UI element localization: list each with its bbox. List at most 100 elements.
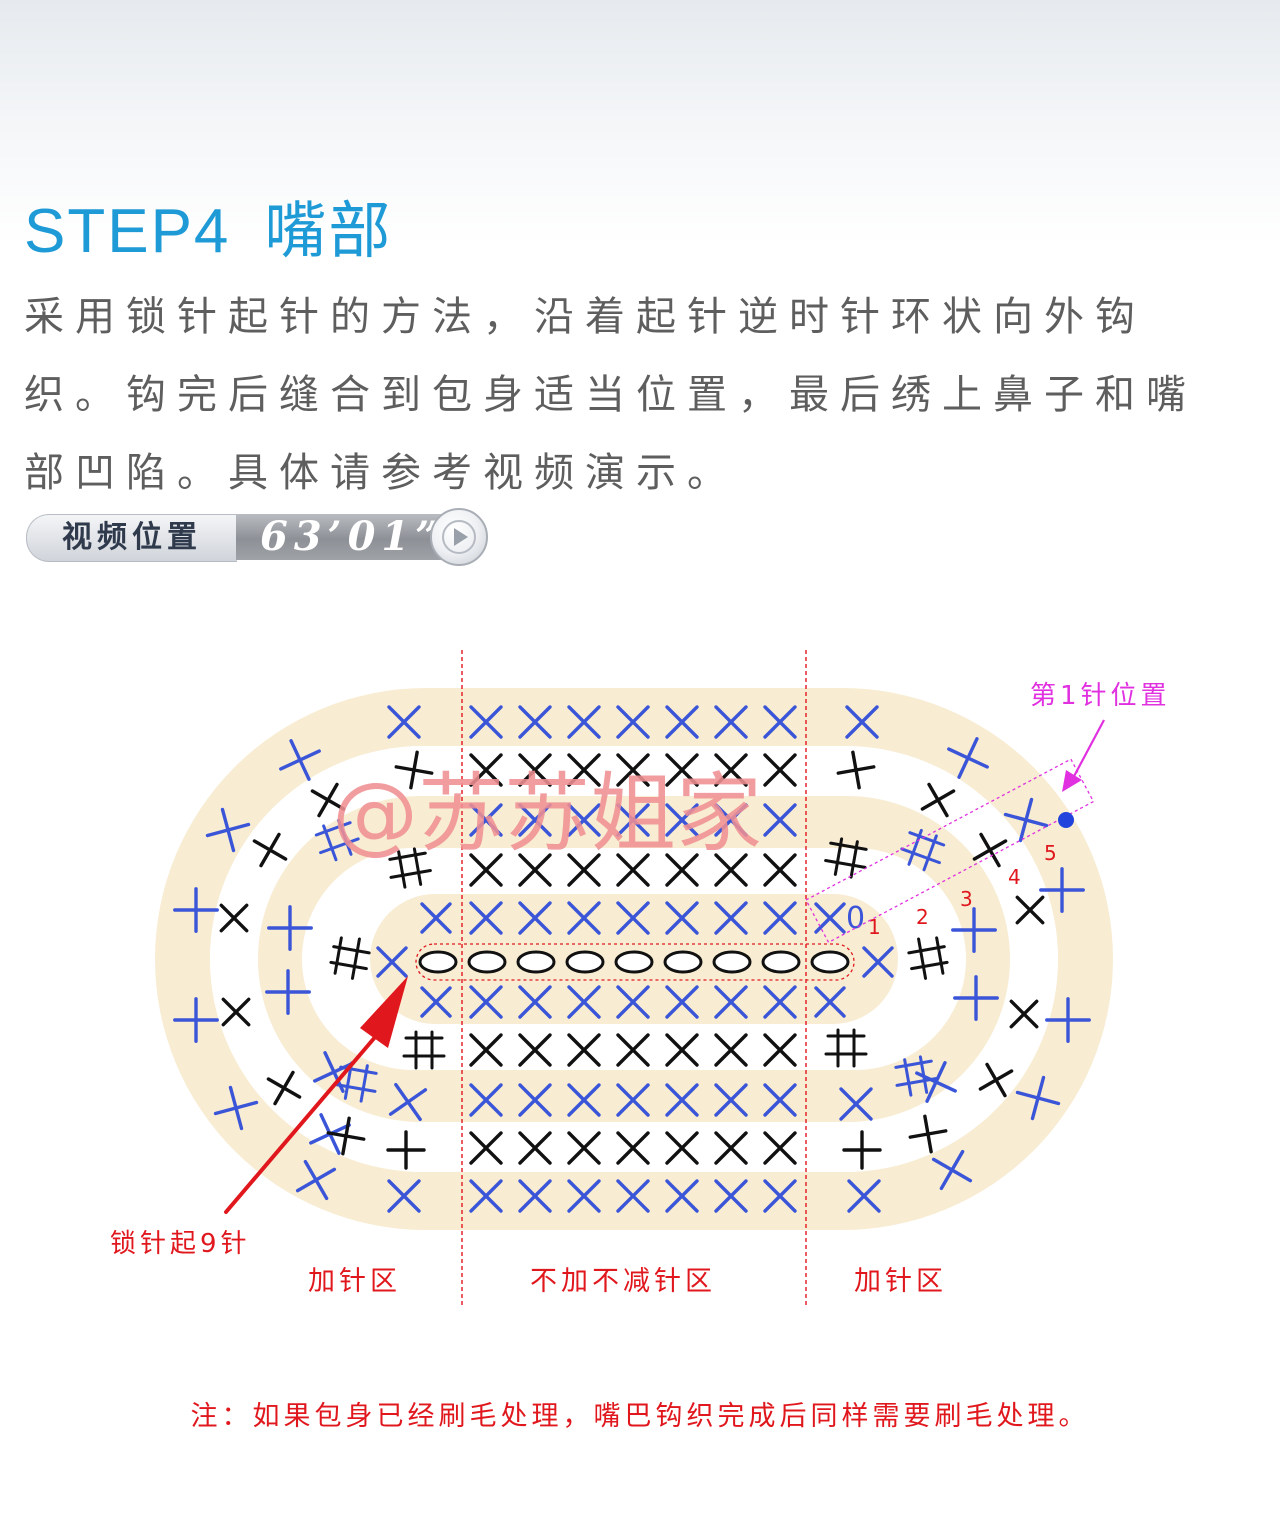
single-crochet-symbol — [567, 1131, 601, 1165]
stroke — [616, 901, 650, 935]
single-crochet-symbol — [1009, 999, 1039, 1029]
magenta-arrow-head — [1062, 770, 1082, 792]
single-crochet-symbol — [763, 1083, 797, 1117]
stroke — [894, 1059, 933, 1069]
single-crochet-symbol — [763, 985, 797, 1019]
stroke — [903, 1058, 913, 1097]
chain-label: 锁针起9针 — [110, 1229, 251, 1259]
single-crochet-symbol — [518, 705, 552, 739]
stroke — [665, 705, 699, 739]
stroke — [908, 831, 946, 847]
stroke — [907, 828, 923, 866]
single-crochet-symbol — [518, 1033, 552, 1067]
stroke — [173, 908, 219, 912]
single-crochet-symbol — [665, 853, 699, 887]
stroke — [265, 990, 311, 994]
stroke — [665, 1083, 699, 1117]
single-crochet-symbol — [951, 907, 997, 953]
single-crochet-symbol — [665, 1033, 699, 1067]
single-crochet-symbol — [387, 1179, 421, 1213]
stroke — [714, 1083, 748, 1117]
chain-stitch-symbol — [712, 950, 752, 974]
stroke — [616, 1083, 650, 1117]
stroke — [907, 945, 946, 955]
stroke — [469, 705, 503, 739]
stroke — [409, 750, 419, 790]
single-crochet-symbol — [665, 901, 699, 935]
chain-stitch-symbol — [418, 950, 458, 974]
video-timestamp: 63’01” — [236, 514, 466, 560]
single-crochet-symbol — [279, 739, 321, 781]
chain-stitch-symbol — [516, 950, 556, 974]
stroke — [665, 1179, 699, 1213]
single-crochet-symbol — [469, 803, 503, 837]
stitch-number: 3 — [960, 887, 973, 911]
play-icon[interactable] — [430, 508, 488, 566]
chain-stitch-symbol — [810, 950, 850, 974]
single-crochet-symbol — [420, 902, 452, 934]
stroke — [314, 821, 352, 837]
stroke — [957, 737, 979, 779]
stroke — [763, 753, 797, 787]
single-crochet-symbol — [714, 1179, 748, 1213]
video-position-badge[interactable]: 视频位置 63’01” — [26, 508, 490, 566]
single-crochet-symbol — [763, 1179, 797, 1213]
stroke — [420, 902, 452, 934]
step-number: STEP4 — [24, 197, 231, 266]
stroke — [845, 705, 879, 739]
stroke — [714, 901, 748, 935]
single-crochet-symbol — [665, 803, 699, 837]
magenta-arrow-shaft — [1071, 719, 1105, 781]
stroke — [917, 937, 928, 980]
stroke — [567, 1131, 601, 1165]
stroke — [665, 1131, 699, 1165]
single-crochet-symbol — [616, 753, 650, 787]
increase-symbol — [334, 1061, 378, 1103]
single-crochet-symbol — [567, 803, 601, 837]
stroke — [839, 1087, 873, 1121]
increase-symbol — [900, 828, 946, 872]
single-crochet-symbol — [665, 1179, 699, 1213]
stroke — [763, 705, 797, 739]
single-crochet-symbol — [814, 986, 846, 1018]
stroke — [935, 936, 945, 975]
stroke — [847, 1179, 881, 1213]
stitch-number: 2 — [916, 905, 929, 929]
single-crochet-symbol — [931, 1149, 973, 1191]
single-crochet-symbol — [567, 985, 601, 1019]
first-stitch-label: 第1针位置 — [1030, 681, 1171, 711]
description-line: 采用锁针起针的方法，沿着起针逆时针环状向外钩 — [24, 294, 1146, 340]
single-crochet-symbol — [469, 1179, 503, 1213]
stroke — [714, 1131, 748, 1165]
stroke — [420, 986, 452, 1018]
chain-stitch-symbol — [565, 950, 605, 974]
single-crochet-symbol — [714, 1131, 748, 1165]
description-line: 部凹陷。具体请参考视频演示。 — [24, 450, 738, 496]
stroke — [273, 1070, 295, 1106]
single-crochet-symbol — [567, 705, 601, 739]
stroke — [469, 901, 503, 935]
stroke — [665, 853, 699, 887]
first-stitch-marker — [1058, 812, 1074, 828]
increase-symbol — [907, 936, 949, 980]
increase-symbol — [314, 818, 360, 862]
stroke — [333, 936, 343, 975]
increase-symbol — [894, 1055, 938, 1097]
stroke — [518, 1083, 552, 1117]
stroke — [979, 832, 1001, 868]
stroke — [469, 803, 503, 837]
description: 采用锁针起针的方法，沿着起针逆时针环状向外钩 织。钩完后缝合到包身适当位置，最后… — [24, 278, 1264, 512]
stroke — [469, 1033, 503, 1067]
single-crochet-symbol — [387, 705, 421, 739]
video-position-label: 视频位置 — [26, 514, 237, 562]
stroke — [518, 803, 552, 837]
red-arrow-head — [360, 976, 408, 1048]
stroke — [412, 847, 423, 886]
stroke — [714, 853, 748, 887]
stroke — [1018, 797, 1034, 843]
single-crochet-symbol — [616, 1131, 650, 1165]
stroke — [849, 840, 859, 879]
single-crochet-symbol — [376, 946, 408, 978]
stroke — [833, 837, 844, 876]
zone-label-middle: 不加不减针区 — [530, 1266, 716, 1297]
